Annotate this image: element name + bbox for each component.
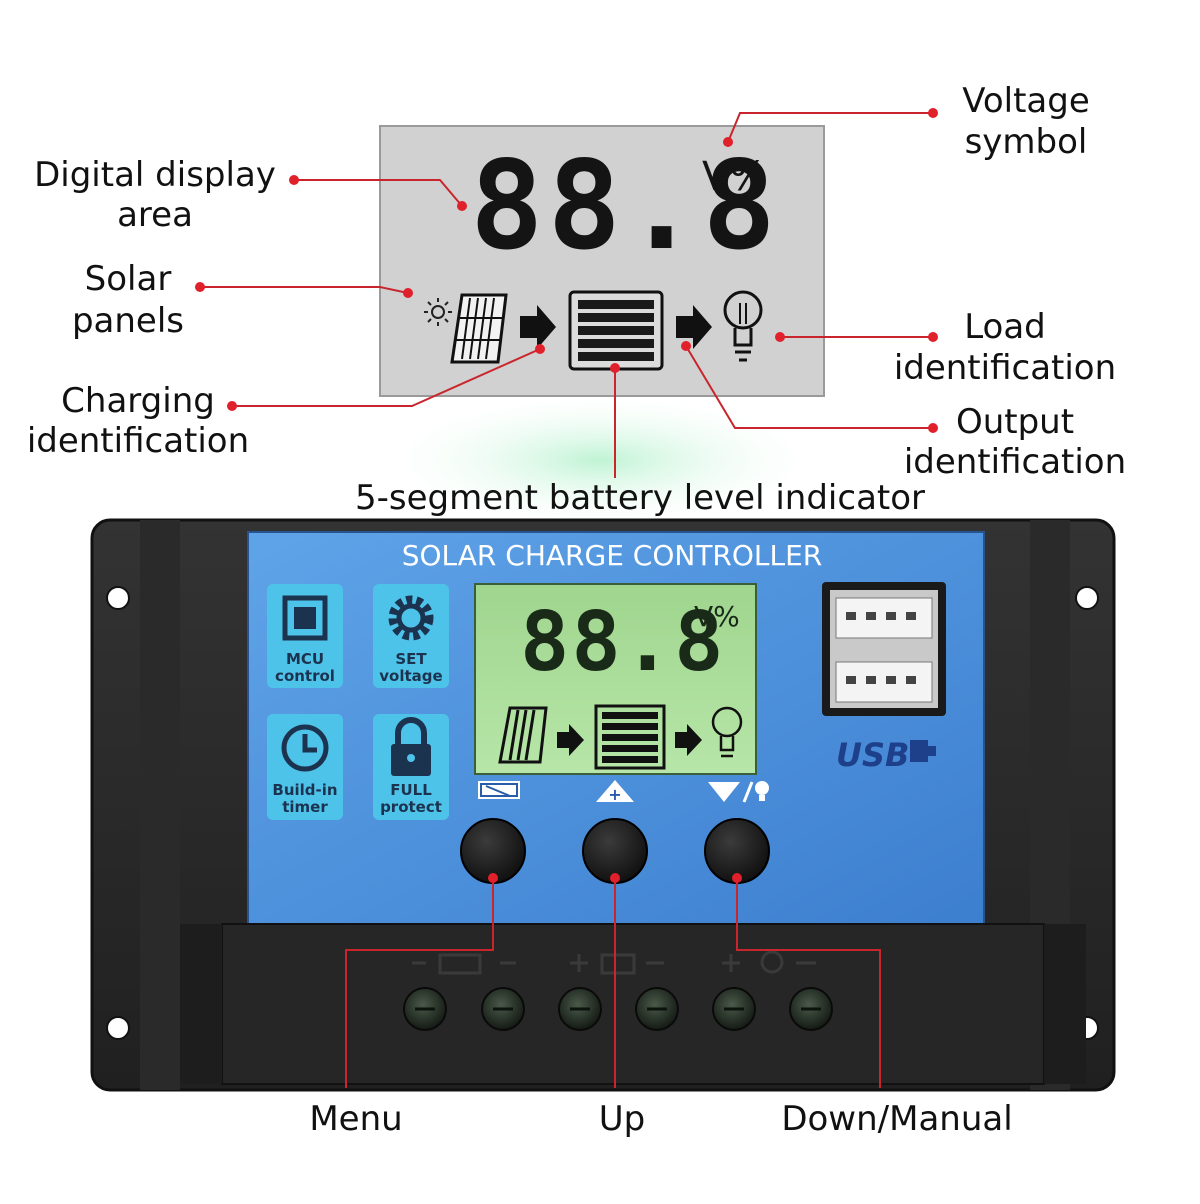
callout-dot: [457, 201, 467, 211]
digital-display-label-line1: Digital display: [34, 155, 276, 195]
up-symbol-icon: +: [596, 780, 634, 804]
top-callout-lines: [200, 112, 933, 478]
charging-label-line2: identification: [27, 421, 249, 461]
load-label-line2: identification: [894, 348, 1116, 388]
feature-label-line1: MCU: [286, 650, 324, 668]
digital-display-label-line2: area: [117, 195, 193, 235]
feature-label-line2: voltage: [379, 667, 442, 685]
load-bulb-icon: [723, 290, 763, 362]
charging-arrow-icon: [520, 305, 556, 349]
voltage-symbol-label-line1: Voltage: [962, 81, 1090, 121]
solar-panel-icon: [498, 706, 548, 764]
callout-dot: [928, 332, 938, 342]
usb-label: USB: [836, 736, 909, 774]
mounting-hole: [106, 1016, 130, 1040]
callout-dot: [928, 423, 938, 433]
callout-dot: [403, 288, 413, 298]
usb-port: USB: [822, 582, 946, 774]
lcd-unit-symbol: V%: [702, 154, 767, 200]
menu-label: Menu: [309, 1099, 402, 1139]
solar-panels-label-line2: panels: [72, 301, 184, 341]
gear-icon: [388, 595, 434, 641]
feature-label-line2: protect: [380, 798, 442, 816]
sun-icon: [424, 298, 452, 326]
output-label-line1: Output: [956, 402, 1074, 442]
callout-dot: [289, 175, 299, 185]
bottom-callout-lines: [345, 878, 881, 1088]
feature-mcu: MCU control: [267, 584, 343, 688]
terminal-markings: [412, 950, 816, 975]
svg-text:+: +: [608, 785, 621, 804]
callout-dot: [227, 401, 237, 411]
usb-plug-tip: [928, 746, 936, 756]
callout-dot: [535, 344, 545, 354]
feature-timer: Build-in timer: [267, 714, 343, 820]
charging-label-line1: Charging: [61, 381, 215, 421]
callout-dot: [488, 873, 498, 883]
terminal-block-side: [180, 924, 222, 1084]
housing-left-rib: [140, 520, 180, 1090]
load-label-line1: Load: [964, 307, 1046, 347]
bottom-callout-dots: [488, 873, 742, 883]
clock-icon: [281, 724, 329, 772]
feature-set-voltage: SET voltage: [373, 584, 449, 688]
callout-dot: [610, 363, 620, 373]
callout-dot: [610, 873, 620, 883]
charge-controller: SOLAR CHARGE CONTROLLER MCU control SET …: [90, 518, 1116, 1092]
down-manual-symbol-icon: [708, 781, 769, 803]
callout-dot: [928, 108, 938, 118]
feature-label-line1: SET: [395, 650, 427, 668]
battery-icon: [568, 290, 664, 371]
callout-dot: [775, 332, 785, 342]
battery-indicator-label: 5-segment battery level indicator: [355, 478, 925, 518]
controller-title: SOLAR CHARGE CONTROLLER: [402, 539, 823, 572]
voltage-symbol-label-line2: symbol: [965, 122, 1088, 162]
device-lcd-digits: 88.8: [520, 595, 725, 690]
solar-panels-label-line1: Solar: [85, 259, 172, 299]
mounting-hole: [106, 586, 130, 610]
feature-label-line1: Build-in: [272, 781, 337, 799]
mounting-hole: [1075, 586, 1099, 610]
mcu-chip-icon: [282, 595, 328, 641]
top-callout-dots: [195, 108, 938, 433]
output-arrow-icon: [675, 724, 702, 756]
terminal-block-side: [1044, 924, 1086, 1084]
usb-plug-icon: [910, 740, 928, 762]
callout-dot: [723, 137, 733, 147]
output-label-line2: identification: [904, 442, 1126, 482]
output-arrow-icon: [676, 305, 712, 349]
charging-arrow-icon: [557, 724, 584, 756]
feature-label-line1: FULL: [390, 781, 432, 799]
callout-dot: [732, 873, 742, 883]
padlock-icon: [391, 717, 431, 776]
terminal-screws: [403, 987, 833, 1031]
feature-protect: FULL protect: [373, 714, 449, 820]
device-lcd-unit: V%: [694, 600, 740, 633]
top-callout-labels: Digital display area Solar panels Chargi…: [27, 81, 1126, 518]
bottom-callout-labels: Menu Up Down/Manual: [309, 1099, 1012, 1139]
lcd-glow: [370, 390, 830, 530]
device-lcd: 88.8 V%: [474, 583, 757, 775]
up-label: Up: [599, 1099, 645, 1139]
menu-symbol-icon: [478, 781, 520, 799]
solar-panel-icon: [450, 293, 508, 364]
battery-icon: [594, 704, 666, 770]
feature-label-line2: timer: [282, 798, 328, 816]
callout-dot: [681, 341, 691, 351]
lcd-digits: 88.8: [470, 135, 780, 277]
load-bulb-icon: [711, 706, 743, 758]
callout-dot: [195, 282, 205, 292]
down-manual-label: Down/Manual: [781, 1099, 1012, 1139]
enlarged-lcd: 88.8 V%: [370, 125, 830, 530]
feature-label-line2: control: [275, 667, 335, 685]
